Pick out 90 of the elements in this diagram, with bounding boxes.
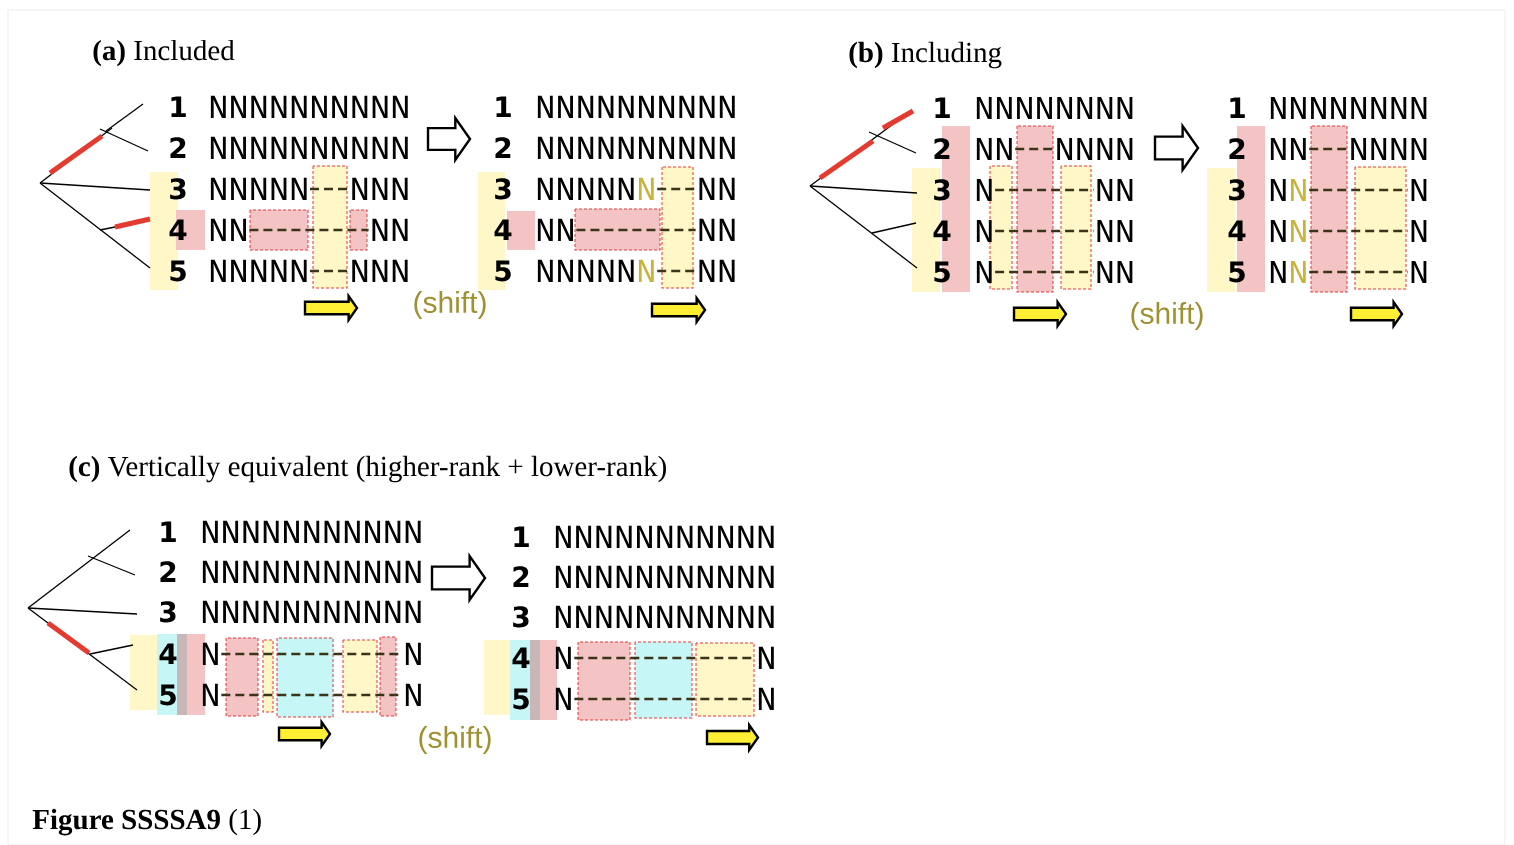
- shift-label: (shift): [1131, 302, 1203, 330]
- row-number: 2: [513, 566, 529, 587]
- sequence-text: NNNNN: [210, 177, 307, 200]
- row-number: 5: [160, 684, 176, 706]
- sequence-text: N: [1270, 260, 1286, 283]
- row-number: 1: [171, 96, 186, 117]
- sequence-text: NNNNNNNNNNN: [555, 525, 774, 548]
- row-number: 5: [170, 260, 186, 282]
- row-number: 3: [1229, 179, 1245, 201]
- sequence-text: N: [758, 646, 774, 669]
- row-number: 5: [1229, 261, 1245, 283]
- panel-title: (c) Vertically equivalent (higher-rank + lower-rank): [69, 455, 666, 483]
- sequence-text: N: [1270, 219, 1286, 242]
- sequence-text: NNNNNNNNNNN: [555, 565, 774, 588]
- row-number: 1: [1230, 97, 1245, 118]
- sequence-text: NNN: [352, 259, 408, 282]
- sequence-text: N: [555, 687, 571, 710]
- sequence-text: NNNNNNNNNNN: [202, 560, 421, 583]
- sequence-text: N: [405, 683, 421, 706]
- sequence-text: NNNNN: [210, 259, 307, 282]
- shift-label: (shift): [414, 291, 486, 319]
- sequence-text: NNN: [352, 177, 408, 200]
- sequence-text: N: [1411, 178, 1427, 201]
- sequence-text: N: [1290, 178, 1306, 201]
- sequence-text: N: [638, 259, 654, 282]
- sequence-text: NNNNNNNNNNN: [202, 600, 421, 623]
- sequence-text: NNNNN: [537, 259, 634, 282]
- row-number: 4: [169, 219, 187, 240]
- sequence-text: NN: [976, 137, 1012, 160]
- sequence-text: NNNNNNNNNNN: [202, 520, 421, 543]
- row-number: 2: [160, 561, 176, 582]
- row-number: 4: [512, 647, 530, 668]
- sequence-text: NN: [210, 218, 246, 241]
- sequence-text: NN: [537, 218, 573, 241]
- row-number: 4: [494, 219, 512, 240]
- sequence-text: NNNN: [1057, 137, 1133, 160]
- sequence-text: NNNN: [1351, 137, 1427, 160]
- sequence-text: N: [976, 178, 992, 201]
- sequence-text: N: [976, 219, 992, 242]
- sequence-text: NN: [372, 218, 408, 241]
- row-number: 5: [934, 261, 950, 283]
- sequence-text: NN: [699, 177, 735, 200]
- sequence-text: NNNNNNNNNN: [537, 95, 735, 118]
- sequence-text: N: [202, 642, 218, 665]
- row-number: 2: [170, 137, 186, 158]
- row-number: 2: [1229, 138, 1245, 159]
- sequence-text: N: [1290, 219, 1306, 242]
- sequence-text: N: [758, 687, 774, 710]
- row-number: 3: [513, 606, 529, 628]
- sequence-text: N: [202, 683, 218, 706]
- sequence-text: NNNNNNNN: [976, 96, 1133, 119]
- sequence-text: NN: [699, 218, 735, 241]
- row-number: 1: [514, 526, 529, 547]
- sequence-text: N: [1411, 219, 1427, 242]
- sequence-text: N: [638, 177, 654, 200]
- sequence-text: N: [1290, 260, 1306, 283]
- row-number: 2: [934, 138, 950, 159]
- panel-title: (b) Including: [849, 41, 1002, 69]
- sequence-text: NN: [1270, 137, 1306, 160]
- figure-caption: Figure SSSSA9 (1): [32, 808, 261, 836]
- sequence-text: NN: [1097, 219, 1133, 242]
- row-number: 1: [161, 521, 176, 542]
- sequence-text: NN: [1097, 260, 1133, 283]
- sequence-text: N: [976, 260, 992, 283]
- sequence-text: NN: [699, 259, 735, 282]
- sequence-text: NN: [1097, 178, 1133, 201]
- row-number: 4: [1228, 220, 1246, 241]
- row-number: 1: [935, 97, 950, 118]
- sequence-text: N: [405, 642, 421, 665]
- row-number: 3: [170, 178, 186, 200]
- row-number: 1: [496, 96, 511, 117]
- sequence-text: NNNNNNNNNN: [210, 136, 408, 159]
- sequence-text: N: [1270, 178, 1286, 201]
- sequence-text: NNNNNNNNNN: [537, 136, 735, 159]
- panel-title: (a) Included: [93, 39, 235, 67]
- row-number: 2: [495, 137, 511, 158]
- row-number: 5: [513, 688, 529, 710]
- sequence-text: NNNNNNNNNNN: [555, 605, 774, 628]
- row-number: 4: [159, 643, 177, 664]
- sequence-text: NNNNNNNN: [1270, 96, 1427, 119]
- sequence-text: N: [555, 646, 571, 669]
- sequence-text: NNNNNNNNNN: [210, 95, 408, 118]
- row-number: 3: [934, 179, 950, 201]
- sequence-text: NNNNN: [537, 177, 634, 200]
- row-number: 4: [933, 220, 951, 241]
- sequence-text: N: [1411, 260, 1427, 283]
- shift-label: (shift): [419, 726, 491, 754]
- row-number: 3: [495, 178, 511, 200]
- row-number: 3: [160, 601, 176, 623]
- row-number: 5: [495, 260, 511, 282]
